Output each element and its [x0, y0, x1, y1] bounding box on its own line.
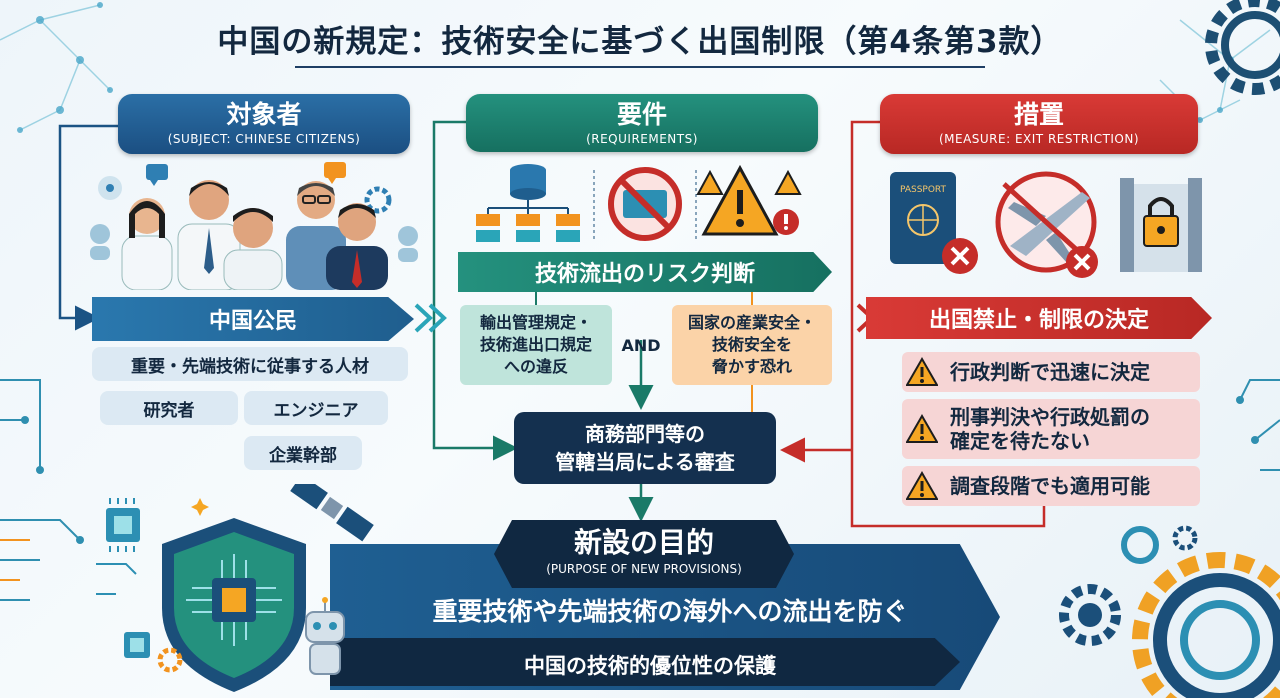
requirements-title: 要件	[616, 100, 667, 129]
measure-band-label: 出国禁止・制限の決定	[928, 308, 1149, 333]
requirements-icons	[476, 164, 802, 242]
title-divider	[295, 66, 985, 68]
no-transfer-icon	[608, 167, 682, 241]
network-icon	[98, 176, 122, 200]
person-icon	[90, 224, 110, 260]
requirement-violation-box: 輸出管理規定・ 技術進出口規定 への違反	[460, 305, 612, 385]
subject-subtitle: (SUBJECT: CHINESE CITIZENS)	[167, 132, 361, 146]
chip-icon	[124, 632, 150, 658]
page-title: 中国の新規定：技術安全に基づく出国制限（第4条第3款）	[217, 24, 1063, 60]
shield-icon	[162, 518, 306, 692]
role-executive: 企業幹部	[244, 436, 362, 470]
measure-icons: PASSPORT	[890, 171, 1202, 278]
satellite-icon	[290, 484, 374, 542]
requirement-threat-box: 国家の産業安全・ 技術安全を 脅かす恐れ	[672, 305, 832, 385]
purpose-banner-lower	[330, 638, 960, 686]
sparkle-icon	[191, 498, 209, 516]
gear-icon	[157, 647, 183, 673]
robot-icon	[305, 597, 345, 675]
requirements-band-label: 技術流出のリスク判断	[534, 262, 755, 287]
warning-icon	[906, 471, 938, 500]
requirements-header: 要件 (REQUIREMENTS)	[466, 94, 818, 152]
person-icon	[398, 226, 418, 262]
purpose-line-2: 中国の技術的優位性の保護	[524, 654, 776, 678]
database-icon	[476, 164, 580, 242]
airplane-icon	[995, 171, 1098, 278]
measure-title: 措置	[1013, 100, 1064, 129]
role-engineer: エンジニア	[244, 391, 388, 425]
people-illustration	[90, 162, 418, 290]
subject-title: 対象者	[226, 100, 302, 129]
measure-header: 措置 (MEASURE: EXIT RESTRICTION)	[880, 94, 1198, 154]
role-researcher: 研究者	[100, 391, 238, 425]
measure-subtitle: (MEASURE: EXIT RESTRICTION)	[938, 132, 1140, 146]
review-box: 商務部門等の 管轄当局による審査	[514, 412, 776, 484]
measure-band: 出国禁止・制限の決定	[866, 297, 1212, 339]
security-illustration	[96, 484, 374, 692]
passport-icon: PASSPORT	[890, 172, 978, 274]
requirements-band: 技術流出のリスク判断	[458, 252, 832, 292]
subject-band: 中国公民	[92, 297, 414, 341]
subject-description: 重要・先端技術に従事する人材	[92, 347, 408, 381]
subject-band-label: 中国公民	[208, 309, 297, 334]
chat-icon	[146, 164, 168, 186]
gear-icon	[364, 186, 392, 214]
measure-item-1: 行政判断で迅速に決定	[902, 352, 1200, 392]
warning-icon	[906, 414, 938, 443]
chip-icon	[106, 498, 140, 552]
lock-gate-icon	[1120, 178, 1202, 272]
subject-header: 対象者 (SUBJECT: CHINESE CITIZENS)	[118, 94, 410, 154]
purpose-line-1: 重要技術や先端技術の海外への流出を防ぐ	[432, 597, 908, 626]
purpose-subtitle: (PURPOSE OF NEW PROVISIONS)	[546, 562, 742, 576]
chat-icon	[324, 162, 346, 184]
purpose-title: 新設の目的	[573, 526, 714, 559]
warning-icon	[906, 357, 938, 386]
gear-icon	[1205, 0, 1280, 95]
measure-item-2: 刑事判決や行政処罰の 確定を待たない	[902, 399, 1200, 459]
requirements-subtitle: (REQUIREMENTS)	[586, 132, 698, 146]
measure-item-3: 調査段階でも適用可能	[902, 466, 1200, 506]
passport-label: PASSPORT	[900, 185, 947, 195]
purpose-title-tab: 新設の目的 (PURPOSE OF NEW PROVISIONS)	[494, 520, 794, 588]
warning-icon	[696, 164, 802, 236]
and-label: AND	[621, 336, 661, 355]
